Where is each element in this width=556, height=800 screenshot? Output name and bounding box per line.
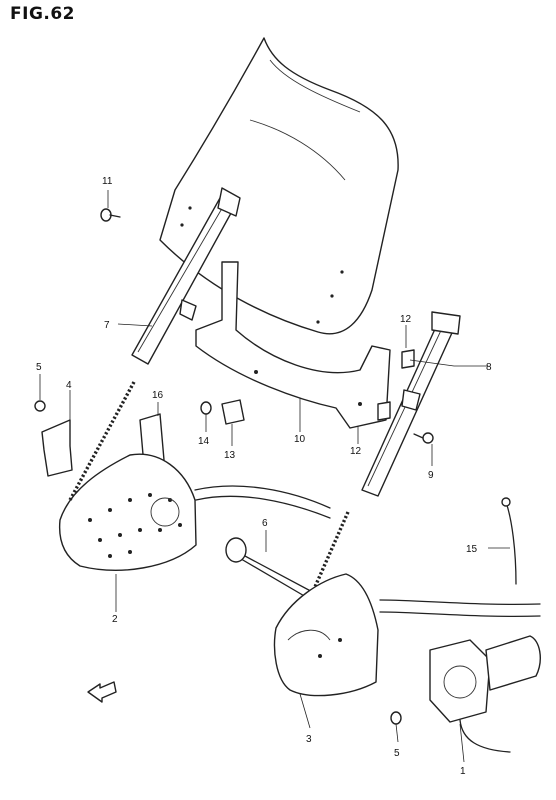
bracket-4 xyxy=(41,419,73,477)
callout-10: 10 xyxy=(294,434,306,445)
bolt-11 xyxy=(100,208,121,222)
clip-13 xyxy=(221,399,245,425)
callout-12-b: 12 xyxy=(350,446,362,457)
callout-3: 3 xyxy=(306,734,312,745)
drive-motor xyxy=(429,635,541,753)
leader-lines xyxy=(39,190,510,763)
callout-6: 6 xyxy=(262,518,268,529)
callout-9: 9 xyxy=(428,470,434,481)
callout-2: 2 xyxy=(112,614,118,625)
right-drive-plate xyxy=(273,573,379,697)
center-bracket xyxy=(195,261,391,429)
spacer-12-b xyxy=(377,401,391,421)
callout-11: 11 xyxy=(102,176,113,187)
left-rail xyxy=(131,187,241,365)
callout-1: 1 xyxy=(460,766,466,777)
cable-15 xyxy=(501,497,517,585)
bolt-5-upper xyxy=(34,400,46,412)
callout-12-a: 12 xyxy=(400,314,412,325)
spacer-12-a xyxy=(401,349,415,369)
figure-title: FIG.62 xyxy=(10,4,76,24)
windscreen xyxy=(159,37,399,335)
front-arrow-icon xyxy=(87,681,117,703)
callout-8: 8 xyxy=(486,362,492,373)
callout-4: 4 xyxy=(66,380,72,391)
callout-5-a: 5 xyxy=(36,362,42,373)
left-drive-plate xyxy=(58,453,197,571)
right-rail xyxy=(361,311,461,497)
nut-14 xyxy=(200,401,212,415)
callout-5-b: 5 xyxy=(394,748,400,759)
bolt-9 xyxy=(413,432,434,444)
cable-hoses xyxy=(194,485,541,618)
bolt-5-lower xyxy=(390,711,402,725)
callout-7: 7 xyxy=(104,320,110,331)
callout-15: 15 xyxy=(466,544,478,555)
callout-labels: 11 7 12 8 5 4 16 14 13 10 12 9 6 15 2 3 … xyxy=(36,176,492,777)
callout-16: 16 xyxy=(152,390,164,401)
callout-14: 14 xyxy=(198,436,210,447)
callout-13: 13 xyxy=(224,450,236,461)
